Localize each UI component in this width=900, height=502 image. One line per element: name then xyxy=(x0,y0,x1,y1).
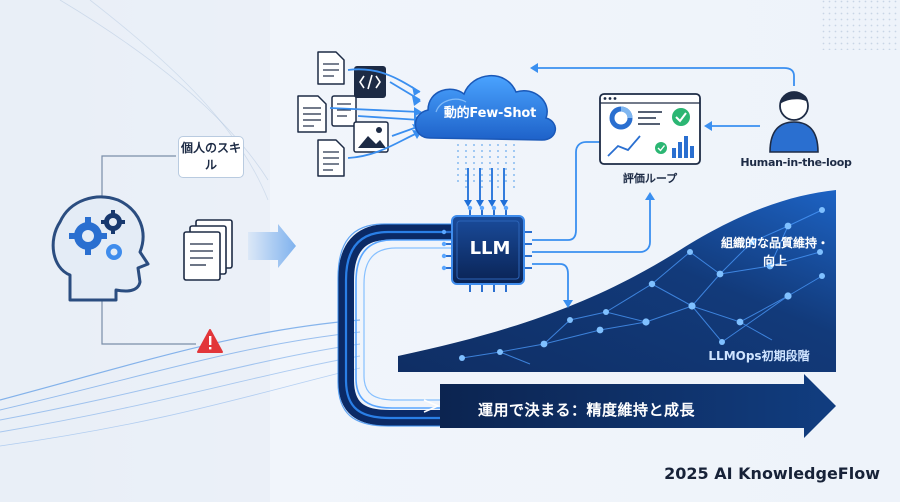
cloud-to-chip-arrowheads xyxy=(464,200,508,207)
bottom-arrow-label: 運用で決まる：精度維持と成長 xyxy=(478,401,696,419)
warning-icon xyxy=(197,329,223,353)
bottom-arrow xyxy=(440,374,836,438)
eval-loop-label: 評価ループ xyxy=(622,172,678,185)
cloud-icon xyxy=(414,75,556,141)
personal-skill-label: 個人のスキル xyxy=(178,136,244,178)
document-icon xyxy=(317,51,345,85)
head-gears-icon xyxy=(51,195,150,302)
feedback-arrowheads xyxy=(530,63,712,131)
cloud-to-chip-arrows xyxy=(467,168,505,204)
documents-icon xyxy=(183,219,233,281)
image-icon xyxy=(353,121,389,153)
dot-pattern xyxy=(820,0,900,50)
network-nodes xyxy=(459,207,825,361)
transition-chevron xyxy=(248,224,296,268)
person-icon xyxy=(769,91,819,153)
code-icon xyxy=(354,66,386,98)
document-icon xyxy=(297,95,327,133)
left-bracket xyxy=(101,155,196,345)
document-icon xyxy=(331,95,357,127)
llmops-stage-label: LLMOps初期段階 xyxy=(708,349,810,363)
feedback-lines xyxy=(538,67,795,127)
human-in-the-loop-label: Human-in-the-loop xyxy=(740,156,852,169)
org-quality-label: 組織的な品質維持・向上 xyxy=(720,236,829,268)
document-icon xyxy=(317,139,345,177)
cloud-rain xyxy=(457,144,515,192)
llm-label: LLM xyxy=(469,238,511,259)
growth-area xyxy=(398,190,836,372)
dashboard-icon xyxy=(599,93,701,165)
chip-icon xyxy=(441,205,532,292)
u-flow-lines xyxy=(337,223,480,427)
chip-output-lines xyxy=(532,141,651,302)
arrow-chevron-mark xyxy=(423,399,440,413)
brand-footer: 2025 AI KnowledgeFlow xyxy=(664,464,880,483)
wave-lines xyxy=(0,0,361,447)
few-shot-label: 動的Few-Shot xyxy=(443,106,537,121)
